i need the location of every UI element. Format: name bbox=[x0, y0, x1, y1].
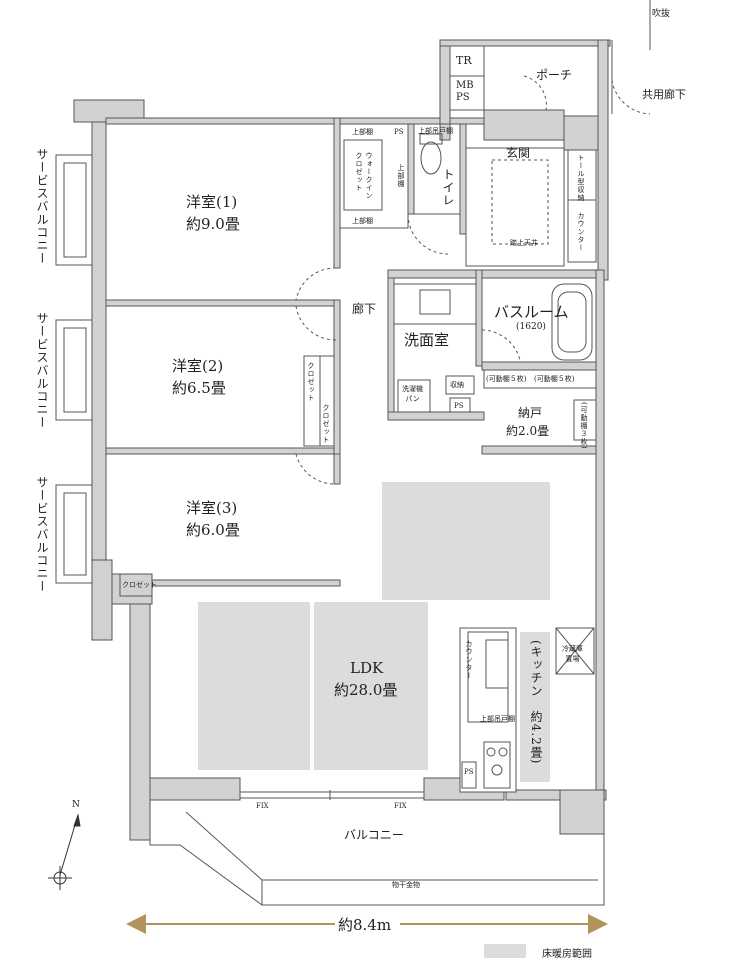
ps-label-1: PS bbox=[394, 128, 404, 136]
closet-label-room3: クロゼット bbox=[122, 581, 157, 589]
heating-zone-living-right bbox=[314, 602, 428, 770]
washroom-label: 洗面室 bbox=[404, 331, 450, 349]
dimension-label: 約8.4m bbox=[338, 916, 392, 934]
drying-rack-label: 物干金物 bbox=[392, 881, 420, 889]
north-label: N bbox=[72, 800, 80, 810]
service-balcony-label-3: サービスバルコニー bbox=[35, 476, 49, 593]
movable-shelf5-label-2: (可動棚５枚) bbox=[534, 375, 575, 383]
service-balcony-label-1: サービスバルコニー bbox=[35, 148, 49, 265]
upper-shelf-label-1: 上部棚 bbox=[352, 128, 373, 136]
genkan-label: 玄関 bbox=[506, 146, 531, 160]
bath-size-label: (1620) bbox=[516, 322, 546, 332]
walls bbox=[73, 39, 611, 841]
toilet-label: トイレ bbox=[441, 168, 455, 207]
porch-label: ポーチ bbox=[536, 68, 573, 82]
fukinuke-label: 吹抜 bbox=[652, 9, 671, 19]
tall-shoe-storage-label: トール型収納 bbox=[577, 154, 585, 202]
fix-label-1: FIX bbox=[256, 802, 269, 810]
room3-size: 約6.0畳 bbox=[186, 521, 240, 539]
nando-size: 約2.0畳 bbox=[506, 424, 550, 438]
fix-label-2: FIX bbox=[394, 802, 407, 810]
legend-swatch bbox=[484, 944, 526, 958]
ps-label-2: PS bbox=[454, 402, 464, 410]
room2-size: 約6.5畳 bbox=[172, 379, 226, 397]
fridge-label: 冷蔵庫 置場 bbox=[562, 645, 583, 663]
kitchen-label: (キッチン 約4.2畳) bbox=[529, 640, 543, 765]
interior-lines bbox=[55, 0, 651, 906]
room2-label: 洋室(2) bbox=[172, 357, 224, 375]
heating-zone-living-left bbox=[198, 602, 310, 770]
upper-cabinet-label: 上部吊戸棚 bbox=[480, 715, 515, 723]
storage-label: 収納 bbox=[450, 381, 464, 389]
kitchen-counter-label: カウンター bbox=[465, 640, 473, 680]
heating-zone-dining bbox=[382, 482, 550, 600]
washer-pan-label: 洗濯機 パン bbox=[402, 385, 423, 403]
movable-shelf5-label-1: (可動棚５枚) bbox=[486, 375, 527, 383]
mb-ps-label: MB PS bbox=[456, 80, 474, 103]
ps-label-3: PS bbox=[464, 768, 474, 776]
ldk-label: LDK bbox=[350, 659, 384, 677]
floor-heating-zones bbox=[198, 482, 550, 782]
counter-label-genkan: カウンター bbox=[577, 212, 585, 252]
upper-shelf-label-2: 上部棚 bbox=[352, 217, 373, 225]
service-balcony-label-2: サービスバルコニー bbox=[35, 312, 49, 429]
common-corridor-label: 共用廊下 bbox=[642, 88, 686, 101]
balcony-label: バルコニー bbox=[344, 828, 404, 842]
room1-label: 洋室(1) bbox=[186, 193, 238, 211]
closet-label-room2-a: クロゼット bbox=[307, 362, 315, 402]
walk-in-closet-label: ウォークイン クロゼット bbox=[355, 152, 373, 200]
room1-size: 約9.0畳 bbox=[186, 215, 240, 233]
corridor-label: 廊下 bbox=[352, 302, 377, 316]
legend-label: 床暖房範囲 bbox=[542, 949, 592, 960]
movable-shelf3-label: (可動棚３枚) bbox=[580, 402, 588, 450]
heating-zone-kitchen bbox=[520, 632, 550, 782]
bathroom-label: バスルーム bbox=[494, 303, 569, 321]
nando-label: 納戸 bbox=[518, 406, 543, 420]
toilet-upper-cabinet-label: 上部吊戸棚 bbox=[418, 127, 453, 135]
closet-label-room2-b: クロゼット bbox=[322, 404, 330, 444]
tr-label: TR bbox=[456, 54, 472, 67]
ldk-size: 約28.0畳 bbox=[334, 681, 398, 699]
step-board-label: 踏上天井 bbox=[510, 239, 538, 247]
north-compass-icon bbox=[48, 813, 81, 890]
room3-label: 洋室(3) bbox=[186, 499, 238, 517]
upper-shelf-label-3: 上部棚 bbox=[397, 164, 405, 188]
